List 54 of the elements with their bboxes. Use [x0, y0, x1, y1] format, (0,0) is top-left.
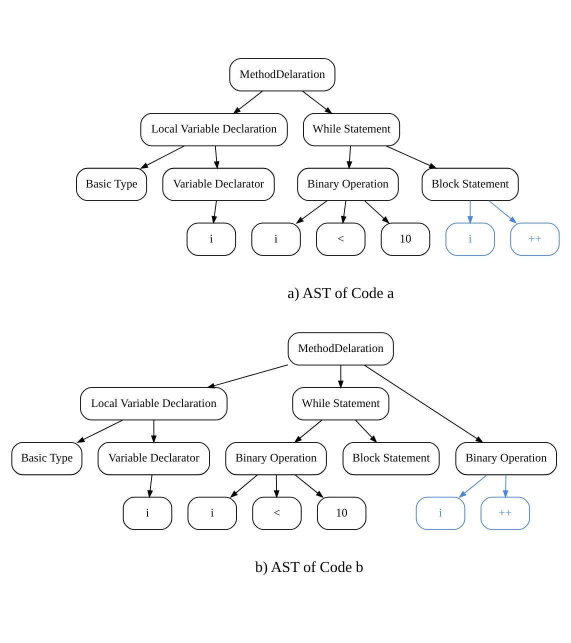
arrow — [340, 200, 347, 224]
label: a) AST of Code a — [287, 284, 394, 302]
arrow — [458, 474, 488, 498]
arrow — [140, 145, 185, 169]
arrow — [346, 145, 352, 170]
node-box: Local Variable Declaration — [80, 387, 228, 420]
arrow — [294, 474, 324, 498]
arrow — [385, 145, 438, 169]
node-box: i — [122, 496, 172, 530]
node-box: Binary Operation — [225, 442, 327, 476]
arrow — [212, 200, 218, 224]
node-box: < — [252, 496, 302, 530]
arrow — [488, 200, 518, 224]
arrow — [502, 474, 508, 498]
arrow — [294, 420, 322, 444]
arrow — [296, 200, 328, 224]
arrow — [150, 420, 157, 444]
node-box: While Statement — [303, 112, 400, 146]
node-box: Block Statement — [342, 442, 440, 476]
node-box: Binary Operation — [455, 442, 557, 476]
arrow — [232, 90, 264, 114]
arrow — [364, 364, 484, 443]
arrow — [338, 364, 344, 389]
arrow — [354, 420, 378, 444]
node-box: 10 — [380, 222, 430, 256]
node-box: Local Variable Declaration — [140, 112, 288, 146]
arrow — [147, 474, 153, 498]
node-box: i — [186, 222, 236, 256]
node-box: MethodDelaration — [229, 58, 336, 92]
node-box: Variable Declarator — [162, 168, 275, 202]
node-box: i — [446, 222, 495, 256]
node-box: Block Statement — [422, 168, 519, 202]
node-box: While Statement — [292, 387, 390, 420]
arrow — [274, 474, 280, 498]
arrow — [467, 200, 474, 224]
arrow — [230, 474, 258, 498]
node-box: Binary Operation — [297, 168, 399, 202]
node-box: ++ — [510, 222, 560, 256]
node-box: i — [251, 222, 301, 256]
arrow — [214, 145, 220, 170]
label: b) AST of Code b — [255, 558, 364, 576]
node-box: i — [188, 496, 237, 530]
node-box: Basic Type — [76, 168, 148, 202]
arrow — [206, 364, 288, 388]
arrow — [364, 200, 390, 224]
arrow — [302, 90, 333, 114]
arrow — [76, 420, 124, 443]
node-box: ++ — [480, 496, 530, 530]
node-box: MethodDelaration — [288, 332, 394, 366]
node-box: Variable Declarator — [98, 442, 210, 476]
node-box: 10 — [316, 496, 366, 530]
node-box: i — [416, 496, 466, 530]
node-box: Basic Type — [11, 442, 82, 476]
node-box: < — [316, 222, 366, 256]
